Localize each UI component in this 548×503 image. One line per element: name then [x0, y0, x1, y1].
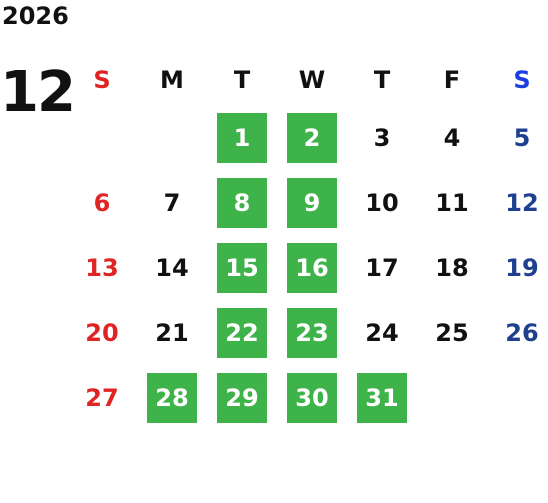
calendar-day[interactable]: 23 — [287, 307, 337, 358]
calendar-month: 12 — [0, 60, 76, 125]
calendar-day[interactable]: 12 — [505, 188, 539, 217]
calendar-empty-cell — [77, 113, 127, 163]
calendar-day[interactable]: 1 — [217, 112, 267, 163]
calendar-day[interactable]: 5 — [513, 123, 531, 152]
weekday-header: F — [443, 66, 461, 94]
calendar-day[interactable]: 8 — [217, 177, 267, 228]
calendar-day[interactable]: 9 — [287, 177, 337, 228]
calendar-day[interactable]: 7 — [163, 188, 181, 217]
calendar-day[interactable]: 27 — [85, 383, 119, 412]
weekday-header: S — [513, 66, 531, 94]
calendar-day[interactable]: 26 — [505, 318, 539, 347]
weekday-header: M — [160, 66, 184, 94]
calendar-day[interactable]: 15 — [217, 242, 267, 293]
calendar-day[interactable]: 3 — [373, 123, 391, 152]
calendar-day[interactable]: 14 — [155, 253, 189, 282]
weekday-header: T — [373, 66, 391, 94]
calendar-day[interactable]: 11 — [435, 188, 469, 217]
calendar-day[interactable]: 2 — [287, 112, 337, 163]
calendar-year: 2026 — [2, 2, 69, 30]
calendar-day[interactable]: 29 — [217, 372, 267, 423]
calendar-day[interactable]: 28 — [147, 372, 197, 423]
calendar-empty-cell — [427, 373, 477, 423]
calendar-day[interactable]: 17 — [365, 253, 399, 282]
calendar-day[interactable]: 31 — [357, 372, 407, 423]
calendar-empty-cell — [147, 113, 197, 163]
calendar-day[interactable]: 24 — [365, 318, 399, 347]
weekday-header: W — [298, 66, 326, 94]
weekday-header: S — [93, 66, 111, 94]
calendar-day[interactable]: 4 — [443, 123, 461, 152]
calendar-day[interactable]: 16 — [287, 242, 337, 293]
calendar-day[interactable]: 21 — [155, 318, 189, 347]
calendar-day[interactable]: 25 — [435, 318, 469, 347]
calendar-day[interactable]: 13 — [85, 253, 119, 282]
calendar-empty-cell — [497, 373, 547, 423]
calendar-day[interactable]: 18 — [435, 253, 469, 282]
calendar-day[interactable]: 10 — [365, 188, 399, 217]
calendar-day[interactable]: 6 — [93, 188, 111, 217]
weekday-header: T — [233, 66, 251, 94]
calendar-day[interactable]: 22 — [217, 307, 267, 358]
calendar-day[interactable]: 19 — [505, 253, 539, 282]
calendar-day[interactable]: 30 — [287, 372, 337, 423]
calendar-day[interactable]: 20 — [85, 318, 119, 347]
